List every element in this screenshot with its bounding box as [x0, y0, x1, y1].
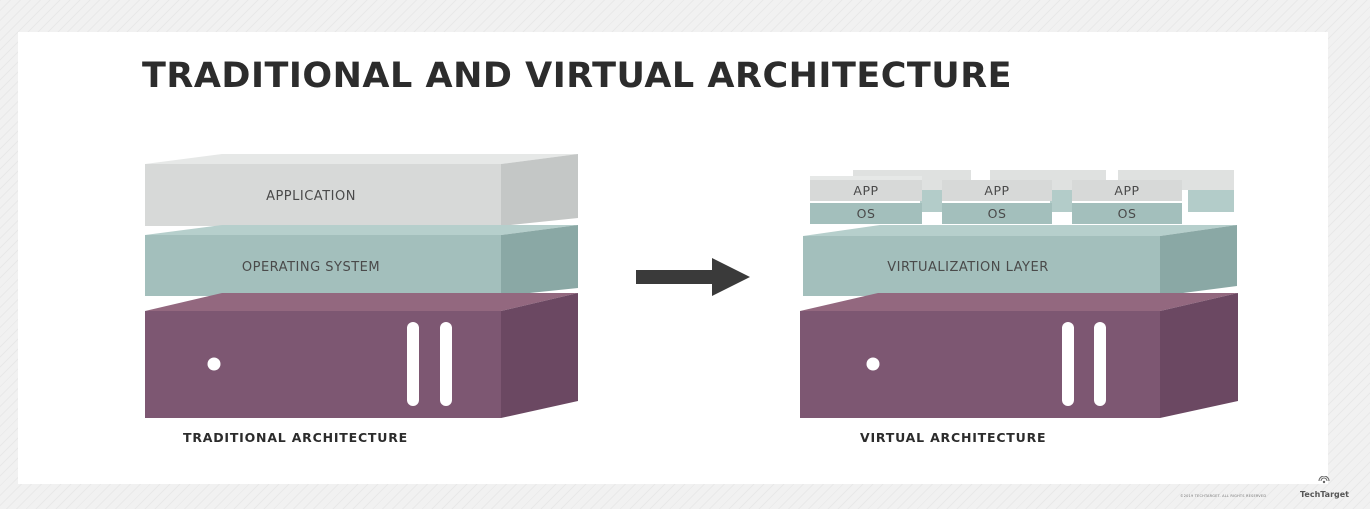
app-label: APP: [853, 183, 878, 198]
virtual-caption: VIRTUAL ARCHITECTURE: [860, 430, 1046, 445]
os-label: OS: [988, 206, 1007, 221]
drive-slot-icon: [1094, 322, 1106, 406]
os-label: OS: [857, 206, 876, 221]
arrow-icon: [636, 258, 750, 296]
operating-system-block: OPERATING SYSTEM: [145, 225, 578, 296]
copyright-text: ©2019 TECHTARGET. ALL RIGHTS RESERVED: [1180, 494, 1267, 498]
brand-name: TechTarget: [1300, 490, 1350, 499]
vm-stack: APP OS: [942, 180, 1052, 224]
drive-slot-icon: [1062, 322, 1074, 406]
vm-stack: APP OS: [1072, 180, 1182, 224]
power-button-icon: [207, 357, 221, 371]
os-label: OPERATING SYSTEM: [242, 260, 380, 275]
virtualization-label: VIRTUALIZATION LAYER: [887, 260, 1049, 275]
diagram-title: TRADITIONAL AND VIRTUAL ARCHITECTURE: [142, 56, 1013, 96]
power-button-icon: [866, 357, 880, 371]
application-block: APPLICATION: [145, 154, 578, 226]
techtarget-logo-icon: [1318, 476, 1330, 484]
os-label: OS: [1118, 206, 1137, 221]
application-label: APPLICATION: [266, 189, 356, 204]
traditional-caption: TRADITIONAL ARCHITECTURE: [183, 430, 408, 445]
vm-stack: APP OS: [810, 176, 922, 224]
virtualization-layer-block: VIRTUALIZATION LAYER: [803, 225, 1237, 296]
app-label: APP: [1114, 183, 1139, 198]
drive-slot-icon: [407, 322, 419, 406]
drive-slot-icon: [440, 322, 452, 406]
hardware-block: [800, 293, 1238, 418]
hardware-block: [145, 293, 578, 418]
app-label: APP: [984, 183, 1009, 198]
